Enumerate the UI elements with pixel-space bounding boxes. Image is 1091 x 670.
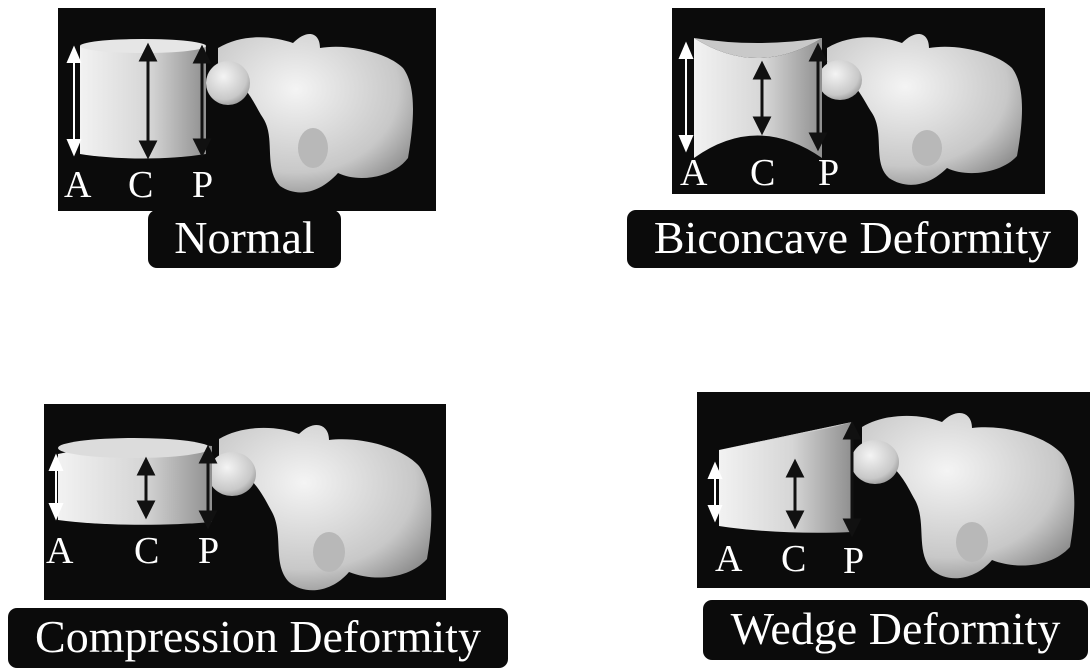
normal-title: Normal (148, 210, 341, 268)
posterior-arch-icon (208, 425, 431, 590)
anterior-letter: A (680, 154, 707, 192)
compression-vertebra-panel: A C P (44, 404, 446, 600)
posterior-letter: P (843, 542, 864, 580)
posterior-arch-icon (206, 34, 413, 193)
anterior-letter: A (64, 166, 91, 204)
posterior-arch-icon (851, 413, 1074, 578)
height-arrow-icon (68, 48, 80, 154)
central-letter: C (128, 166, 153, 204)
central-letter: C (781, 540, 806, 578)
wedge-title: Wedge Deformity (703, 600, 1088, 660)
posterior-letter: P (818, 154, 839, 192)
anterior-letter: A (715, 540, 742, 578)
height-arrow-icon (680, 44, 692, 150)
vertebral-body-icon (58, 438, 212, 525)
posterior-arch-icon (818, 34, 1022, 185)
normal-vertebra-illustration (58, 8, 436, 211)
central-letter: C (750, 154, 775, 192)
compression-vertebra-illustration (44, 404, 446, 600)
wedge-vertebra-panel: A C P (697, 392, 1090, 588)
biconcave-vertebra-illustration (672, 8, 1045, 194)
posterior-letter: P (192, 166, 213, 204)
posterior-letter: P (198, 532, 219, 570)
vertebral-body-icon (694, 38, 822, 158)
biconcave-title: Biconcave Deformity (627, 210, 1078, 268)
central-letter: C (134, 532, 159, 570)
wedge-vertebra-illustration (697, 392, 1090, 588)
vertebral-body-icon (719, 422, 852, 533)
anterior-letter: A (46, 532, 73, 570)
biconcave-vertebra-panel: A C P (672, 8, 1045, 194)
compression-title: Compression Deformity (8, 608, 508, 668)
normal-vertebra-panel: A C P (58, 8, 436, 211)
